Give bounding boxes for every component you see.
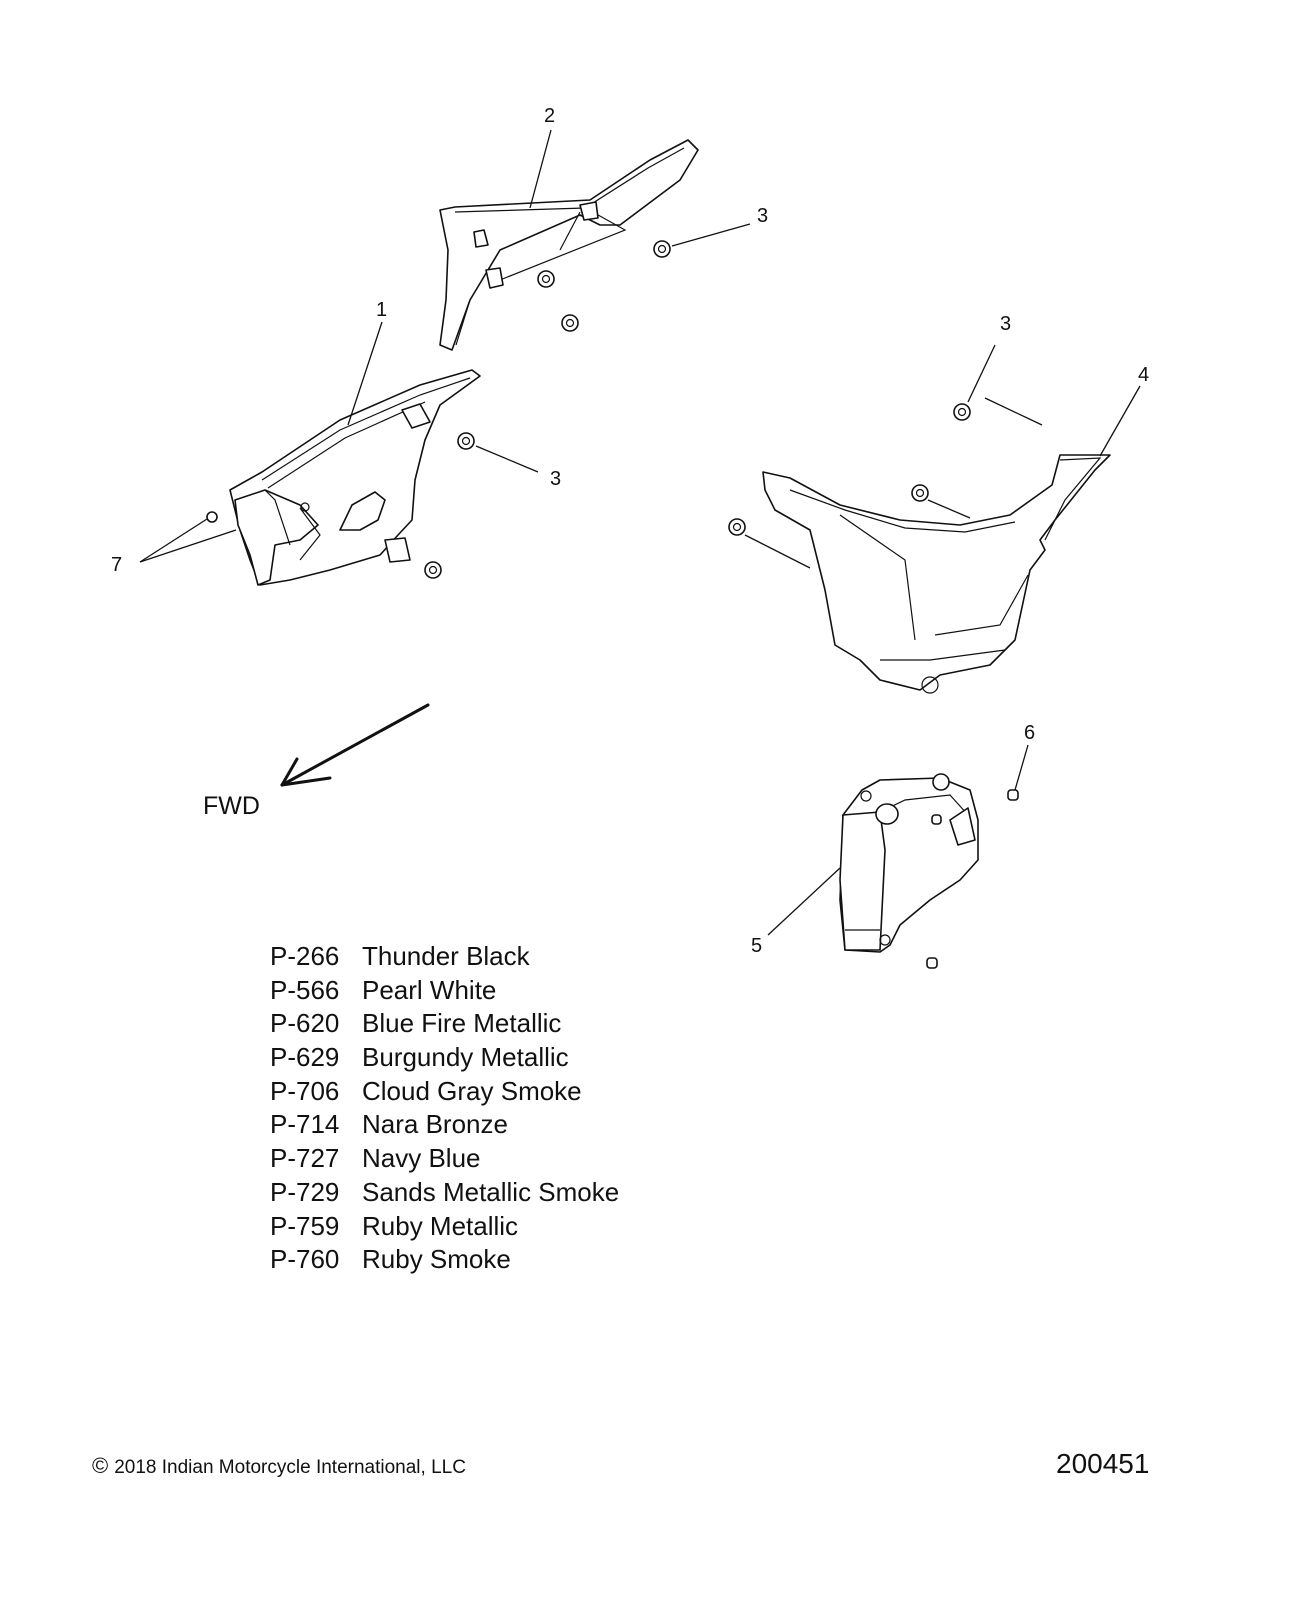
fastener-screw xyxy=(1007,789,1019,801)
callout-1: 1 xyxy=(376,299,387,321)
callout-3: 3 xyxy=(757,205,768,227)
paint-code-legend: P-266 Thunder Black P-566 Pearl White P-62… xyxy=(270,940,619,1277)
part-5-lower-cover xyxy=(839,773,979,953)
paint-name: Navy Blue xyxy=(362,1143,481,1174)
callout-6: 6 xyxy=(1024,722,1035,744)
paint-code: P-727 xyxy=(270,1143,340,1174)
fastener-screw xyxy=(926,957,938,969)
paint-code-row: P-266 Thunder Black xyxy=(270,940,619,974)
leader-lines xyxy=(139,129,1141,936)
paint-name: Pearl White xyxy=(362,974,497,1005)
fastener-push-pin xyxy=(206,511,218,523)
paint-code-row: P-706 Cloud Gray Smoke xyxy=(270,1075,619,1109)
paint-name: Sands Metallic Smoke xyxy=(362,1176,620,1207)
paint-name: Nara Bronze xyxy=(362,1109,508,1140)
callout-3: 3 xyxy=(550,468,561,490)
fastener-nut xyxy=(728,518,746,536)
document-number: 200451 xyxy=(1056,1448,1150,1479)
paint-code-row: P-714 Nara Bronze xyxy=(270,1108,619,1142)
copyright-icon: © xyxy=(92,1453,109,1478)
callout-2: 2 xyxy=(544,105,555,127)
paint-code: P-266 xyxy=(270,941,340,971)
fastener-nut xyxy=(653,240,671,258)
callout-3: 3 xyxy=(1000,313,1011,335)
copyright-text: 2018 Indian Motorcycle International, LL… xyxy=(114,1457,466,1478)
callout-5: 5 xyxy=(751,935,762,957)
paint-code: P-620 xyxy=(270,1008,340,1039)
paint-code: P-759 xyxy=(270,1210,340,1241)
paint-name: Thunder Black xyxy=(362,941,530,971)
paint-name: Cloud Gray Smoke xyxy=(362,1075,582,1106)
paint-code-row: P-729 Sands Metallic Smoke xyxy=(270,1176,619,1210)
paint-code: P-629 xyxy=(270,1042,340,1073)
paint-name: Burgundy Metallic xyxy=(362,1042,569,1073)
part-1-front-side-cover xyxy=(229,369,481,586)
part-4-rear-side-cover xyxy=(762,454,1111,694)
fastener-nut xyxy=(911,484,929,502)
paint-name: Ruby Metallic xyxy=(362,1210,519,1241)
paint-code-row: P-620 Blue Fire Metallic xyxy=(270,1007,619,1041)
paint-code: P-566 xyxy=(270,974,340,1005)
paint-code-row: P-759 Ruby Metallic xyxy=(270,1210,619,1244)
part-2-upper-cover xyxy=(439,139,699,351)
callout-4: 4 xyxy=(1138,364,1149,386)
paint-code-row: P-760 Ruby Smoke xyxy=(270,1243,619,1277)
fastener-nut xyxy=(953,403,971,421)
fastener-nut xyxy=(457,432,475,450)
paint-code: P-714 xyxy=(270,1109,340,1140)
paint-code: P-706 xyxy=(270,1075,340,1106)
paint-name: Blue Fire Metallic xyxy=(362,1008,562,1039)
fastener-nut xyxy=(424,561,442,579)
paint-name: Ruby Smoke xyxy=(362,1244,511,1275)
fastener-nut xyxy=(561,314,579,332)
fastener-screw xyxy=(931,814,942,825)
forward-direction-arrow-icon xyxy=(280,703,430,787)
paint-code: P-760 xyxy=(270,1244,340,1275)
paint-code-row: P-629 Burgundy Metallic xyxy=(270,1041,619,1075)
callout-7: 7 xyxy=(111,554,122,576)
fastener-nut xyxy=(537,270,555,288)
paint-code: P-729 xyxy=(270,1176,340,1207)
copyright-notice: ©2018 Indian Motorcycle International, L… xyxy=(92,1453,466,1479)
fwd-label: FWD xyxy=(203,792,260,820)
paint-code-row: P-727 Navy Blue xyxy=(270,1142,619,1176)
paint-code-row: P-566 Pearl White xyxy=(270,974,619,1008)
